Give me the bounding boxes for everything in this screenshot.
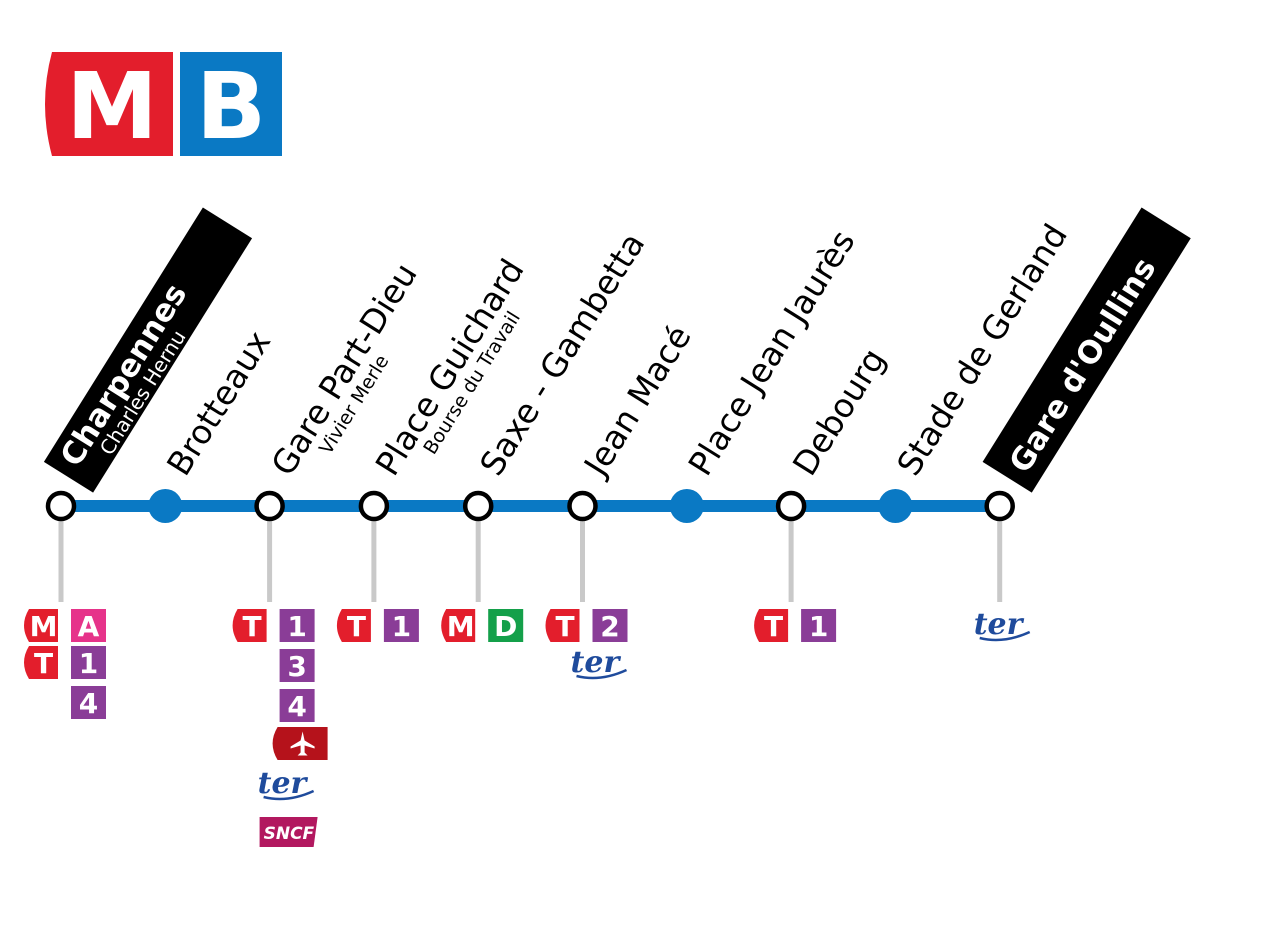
tram-line-badge-1-label: 1 — [287, 610, 306, 643]
tram-mode-badge: T — [24, 646, 58, 680]
tram-line-badge-1-label: 1 — [79, 647, 98, 680]
tram-mode-badge-bg — [24, 646, 58, 679]
tram-line-badge-1: 1 — [279, 609, 315, 643]
station-markers — [45, 489, 1015, 523]
station-marker-gare-d-oullins — [984, 490, 1015, 522]
tram-mode-badge-letter: T — [764, 610, 783, 643]
tram-line-badge-2-bg — [592, 609, 628, 642]
tram-line-badge-4-bg — [71, 686, 106, 719]
metro-line-badge-a-bg — [71, 609, 106, 642]
ter-logo: ter — [974, 607, 1031, 642]
airplane-icon — [290, 731, 315, 756]
tram-line-badge-4: 4 — [279, 689, 315, 723]
tram-line-badge-3: 3 — [279, 649, 315, 683]
metro-mode-badge-bg — [441, 609, 476, 642]
metro-mode-badge: M — [441, 609, 476, 643]
metro-line-badge-d: D — [488, 609, 524, 643]
station-marker-gare-part-dieu — [254, 490, 285, 522]
station-marker-stade-de-gerland — [878, 489, 913, 523]
tram-mode-badge-bg — [754, 609, 789, 642]
metro-mode-badge-letter: M — [447, 610, 475, 643]
tram-line-badge-1-bg — [801, 609, 837, 642]
tram-line-badge-3-label: 3 — [287, 650, 306, 683]
station-label-gare-d-oullins: Gare d'Oullins — [982, 207, 1191, 493]
tram-mode-badge: T — [754, 609, 789, 643]
tram-line-badge-1-bg — [71, 646, 106, 679]
tram-mode-badge: T — [336, 609, 371, 643]
sncf-text: SNCF — [264, 824, 315, 844]
tram-line-badge-2: 2 — [592, 609, 628, 643]
terminus-box — [982, 207, 1191, 493]
ter-logo: ter — [258, 766, 315, 801]
ter-swoosh — [263, 789, 315, 801]
metro-mode-badge: M — [24, 609, 58, 643]
tram-mode-badge-bg — [336, 609, 371, 642]
station-marker-place-jean-jaures — [669, 489, 704, 523]
logo-metro-letter: M — [66, 53, 158, 160]
logo-line-letter: B — [196, 53, 266, 160]
metro-line-badge-a: A — [71, 609, 106, 643]
tram-mode-badge-letter: T — [243, 610, 262, 643]
tram-line-badge-4-bg — [279, 689, 315, 722]
station-label-jean-mace: Jean Macé — [575, 318, 699, 484]
connector-stems — [58, 520, 1003, 602]
tram-line-badge-1-bg — [279, 609, 315, 642]
tram-mode-badge-letter: T — [555, 610, 574, 643]
tram-line-badge-1: 1 — [801, 609, 837, 643]
tram-line-badge-4-label: 4 — [79, 687, 98, 720]
tram-mode-badge: T — [232, 609, 267, 643]
sncf-logo: SNCF — [259, 817, 318, 847]
station-marker-place-guichard — [358, 490, 390, 522]
tram-line-badge-1: 1 — [71, 646, 106, 680]
metro-line-badge-d-bg — [488, 609, 524, 642]
logo-metro-badge — [45, 52, 173, 156]
tram-mode-badge-letter: T — [34, 647, 53, 680]
logo-line-badge — [180, 52, 282, 156]
station-label-debourg: Debourg — [785, 341, 893, 482]
tram-line-badge-4: 4 — [71, 686, 106, 720]
terminus-box — [43, 207, 253, 493]
station-marker-jean-mace — [567, 490, 598, 522]
connections-gare-d-oullins: ter — [974, 607, 1031, 642]
tram-line-badge-4-label: 4 — [287, 690, 306, 723]
station-marker-charpennes — [45, 490, 77, 522]
tram-line-badge-1-label: 1 — [392, 610, 411, 643]
tram-line-badge-1-label: 1 — [809, 610, 828, 643]
sncf-bg — [259, 817, 318, 847]
metro-mode-badge-bg — [24, 609, 58, 642]
tram-mode-badge-bg — [545, 609, 580, 642]
station-name: Debourg — [785, 341, 893, 482]
line-logo: M B — [45, 52, 282, 160]
ter-swoosh — [576, 668, 628, 680]
metro-line-badge-a-label: A — [78, 610, 100, 643]
ter-swoosh — [979, 630, 1031, 642]
tram-line-badge-2-label: 2 — [600, 610, 619, 643]
tram-mode-badge-bg — [232, 609, 267, 642]
station-name: Jean Macé — [575, 318, 699, 484]
tram-line-badge-1: 1 — [383, 609, 419, 643]
tram-line-badge-3-bg — [279, 649, 315, 682]
tram-mode-badge: T — [545, 609, 580, 643]
airport-badge — [272, 727, 328, 760]
metro-mode-badge-letter: M — [30, 610, 58, 643]
tram-line-badge-1-bg — [383, 609, 419, 642]
metro-line-badge-d-label: D — [494, 610, 517, 643]
station-marker-saxe-gambetta — [462, 490, 494, 522]
station-marker-brotteaux — [148, 489, 183, 523]
tram-mode-badge-letter: T — [347, 610, 366, 643]
ter-logo: ter — [571, 645, 628, 680]
station-marker-debourg — [775, 490, 807, 522]
